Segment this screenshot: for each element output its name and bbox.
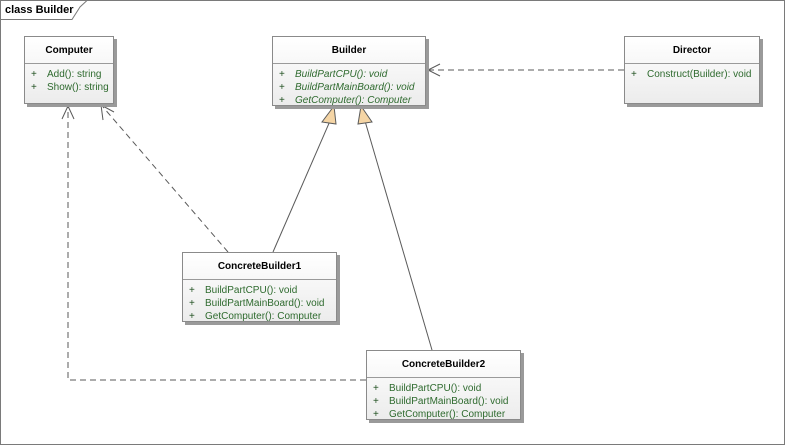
class-computer[interactable]: Computer + Add(): string + Show(): strin…: [24, 36, 114, 104]
operation-signature: Construct(Builder): void: [647, 69, 752, 80]
visibility-marker: +: [373, 383, 379, 394]
visibility-marker: +: [189, 298, 195, 309]
operations-compartment: + Construct(Builder): void: [625, 64, 759, 81]
dependency-arrowhead-icon: [100, 104, 115, 121]
operation: + Construct(Builder): void: [625, 68, 759, 81]
dependency-cb1-computer: [102, 106, 229, 253]
operations-compartment: + BuildPartCPU(): void + BuildPartMainBo…: [273, 64, 425, 107]
class-builder[interactable]: Builder + BuildPartCPU(): void + BuildPa…: [272, 36, 426, 106]
visibility-marker: +: [373, 409, 379, 420]
operation-signature: BuildPartCPU(): void: [295, 69, 388, 80]
operation: + BuildPartMainBoard(): void: [273, 81, 425, 94]
visibility-marker: +: [631, 69, 637, 80]
operation: + Add(): string: [25, 68, 113, 81]
generalization-triangle-icon: [357, 104, 373, 125]
generalization-cb2-builder: [364, 120, 433, 351]
class-concrete-builder1[interactable]: ConcreteBuilder1 + BuildPartCPU(): void …: [182, 252, 337, 322]
operation-signature: BuildPartMainBoard(): void: [295, 82, 415, 93]
dependency-arrowhead-icon: [61, 104, 75, 120]
diagram-title-tab: [0, 0, 88, 20]
dependency-arrowhead-icon: [426, 63, 441, 77]
operation: + GetComputer(): Computer: [367, 408, 520, 421]
operations-compartment: + BuildPartCPU(): void + BuildPartMainBo…: [367, 378, 520, 421]
operations-compartment: + Add(): string + Show(): string: [25, 64, 113, 94]
generalization-triangle-icon: [321, 104, 337, 125]
operation: + GetComputer(): Computer: [183, 310, 336, 323]
operation-signature: Show(): string: [47, 82, 109, 93]
operation-signature: BuildPartMainBoard(): void: [205, 298, 325, 309]
operations-compartment: + BuildPartCPU(): void + BuildPartMainBo…: [183, 280, 336, 323]
operation: + BuildPartCPU(): void: [273, 68, 425, 81]
operation-signature: BuildPartCPU(): void: [205, 285, 298, 296]
operation: + BuildPartMainBoard(): void: [367, 395, 520, 408]
operation-signature: GetComputer(): Computer: [389, 409, 506, 420]
operation-signature: Add(): string: [47, 69, 102, 80]
visibility-marker: +: [31, 82, 37, 93]
operation: + BuildPartMainBoard(): void: [183, 297, 336, 310]
diagram-title: class Builder: [5, 4, 74, 16]
dependency-cb2-computer: [67, 107, 366, 381]
operation: + BuildPartCPU(): void: [183, 284, 336, 297]
visibility-marker: +: [279, 69, 285, 80]
class-name: Builder: [273, 37, 425, 64]
operation: + BuildPartCPU(): void: [367, 382, 520, 395]
class-concrete-builder2[interactable]: ConcreteBuilder2 + BuildPartCPU(): void …: [366, 350, 521, 420]
class-name: ConcreteBuilder2: [367, 351, 520, 378]
operation-signature: GetComputer(): Computer: [205, 311, 322, 322]
visibility-marker: +: [189, 285, 195, 296]
visibility-marker: +: [31, 69, 37, 80]
operation: + Show(): string: [25, 81, 113, 94]
class-name: Director: [625, 37, 759, 64]
operation-signature: BuildPartCPU(): void: [389, 383, 482, 394]
operation: + GetComputer(): Computer: [273, 94, 425, 107]
operation-signature: GetComputer(): Computer: [295, 95, 412, 106]
visibility-marker: +: [373, 396, 379, 407]
class-director[interactable]: Director + Construct(Builder): void: [624, 36, 760, 104]
class-name: ConcreteBuilder1: [183, 253, 336, 280]
generalization-cb1-builder: [272, 120, 331, 253]
class-name: Computer: [25, 37, 113, 64]
operation-signature: BuildPartMainBoard(): void: [389, 396, 509, 407]
visibility-marker: +: [189, 311, 195, 322]
visibility-marker: +: [279, 82, 285, 93]
visibility-marker: +: [279, 95, 285, 106]
